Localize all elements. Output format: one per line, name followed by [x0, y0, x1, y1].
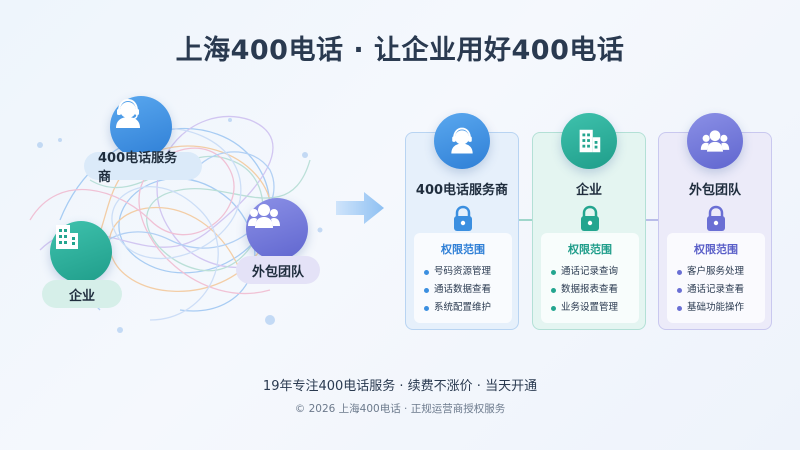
permission-item: 系统配置维护 — [424, 299, 512, 317]
lock-icon — [454, 205, 472, 231]
card-title: 外包团队 — [688, 183, 741, 198]
team-icon — [246, 198, 308, 260]
card-title: 400电话服务商 — [415, 183, 509, 198]
permission-item: 数据报表查看 — [551, 281, 639, 299]
permission-item: 通话记录查询 — [551, 263, 639, 281]
tagline: 19年专注400电话服务 · 续费不涨价 · 当天开通 — [262, 379, 538, 394]
tangled-lines — [29, 115, 323, 333]
chaos-illustration: 400电话服务商 企业 外包团队 — [0, 80, 360, 350]
copyright: © 2026 上海400电话 · 正规运营商授权服务 — [294, 403, 506, 415]
arrow-right-icon — [336, 192, 384, 224]
permission-box: 权限范围 通话记录查询 数据报表查看 业务设置管理 — [541, 233, 639, 323]
permission-item: 通话记录查看 — [677, 281, 765, 299]
permission-list: 客户服务处理 通话记录查看 基础功能操作 — [667, 263, 765, 317]
permission-title: 权限范围 — [694, 243, 738, 256]
agent-icon — [434, 113, 490, 169]
permission-item: 通话数据查看 — [424, 281, 512, 299]
provider-pill: 400电话服务商 — [84, 151, 202, 185]
connector-line — [519, 219, 533, 221]
card-provider: 400电话服务商 权限范围 号码资源管理 通话数据查看 系统配置维护 — [405, 113, 519, 330]
permission-title: 权限范围 — [441, 243, 485, 256]
enterprise-pill: 企业 — [42, 280, 122, 308]
building-icon — [50, 221, 112, 283]
lock-icon — [707, 205, 725, 231]
permission-list: 通话记录查询 数据报表查看 业务设置管理 — [541, 263, 639, 317]
lock-icon — [581, 205, 599, 231]
card-enterprise: 企业 权限范围 通话记录查询 数据报表查看 业务设置管理 — [532, 113, 646, 330]
permission-box: 权限范围 号码资源管理 通话数据查看 系统配置维护 — [414, 233, 512, 323]
permission-item: 客户服务处理 — [677, 263, 765, 281]
permission-list: 号码资源管理 通话数据查看 系统配置维护 — [414, 263, 512, 317]
permission-item: 基础功能操作 — [677, 299, 765, 317]
card-title: 企业 — [575, 183, 602, 198]
agent-icon — [110, 96, 172, 158]
outsource-pill: 外包团队 — [236, 256, 320, 284]
permission-box: 权限范围 客户服务处理 通话记录查看 基础功能操作 — [667, 233, 765, 323]
card-outsource: 外包团队 权限范围 客户服务处理 通话记录查看 基础功能操作 — [658, 113, 772, 330]
building-icon — [561, 113, 617, 169]
permission-item: 业务设置管理 — [551, 299, 639, 317]
permission-title: 权限范围 — [568, 243, 612, 256]
page-title: 上海400电话 · 让企业用好400电话 — [175, 35, 625, 66]
team-icon — [687, 113, 743, 169]
connector-line — [645, 219, 659, 221]
permission-item: 号码资源管理 — [424, 263, 512, 281]
